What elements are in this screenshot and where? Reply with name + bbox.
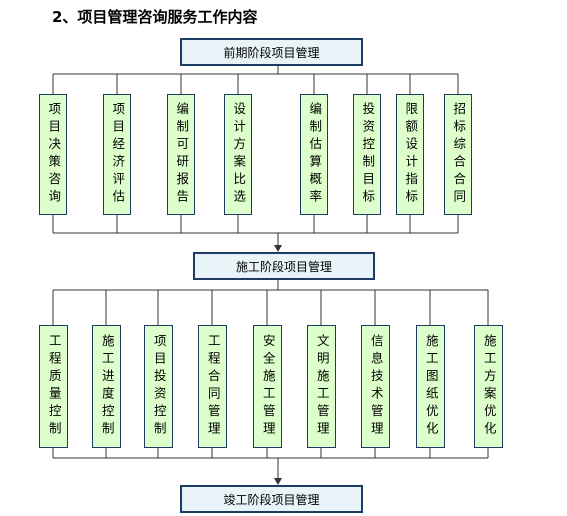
section-title: 2、项目管理咨询服务工作内容 (52, 8, 258, 26)
pre-item-label: 编制估算概率 (307, 102, 323, 207)
pre-item-label: 项目经济评估 (110, 102, 126, 207)
construction-item-label: 施工进度控制 (99, 334, 115, 439)
completion-phase-box: 竣工阶段项目管理 (180, 485, 363, 513)
construction-item-label: 工程合同管理 (205, 334, 221, 439)
pre-item: 项目决策咨询 (39, 94, 67, 215)
construction-item-label: 文明施工管理 (314, 334, 330, 439)
construction-phase-box: 施工阶段项目管理 (193, 252, 375, 280)
completion-phase-label: 竣工阶段项目管理 (223, 492, 320, 507)
pre-item: 投资控制目标 (353, 94, 381, 215)
pre-item-label: 设计方案比选 (231, 102, 247, 207)
construction-item-label: 安全施工管理 (260, 334, 276, 439)
pre-item-label: 投资控制目标 (360, 102, 376, 207)
pre-phase-box: 前期阶段项目管理 (180, 38, 363, 66)
construction-item: 安全施工管理 (253, 325, 282, 448)
construction-item: 施工进度控制 (92, 325, 121, 448)
construction-item: 项目投资控制 (144, 325, 173, 448)
construction-item-label: 项目投资控制 (151, 334, 167, 439)
construction-item: 施工方案优化 (474, 325, 503, 448)
construction-item: 施工图纸优化 (416, 325, 445, 448)
pre-item: 编制估算概率 (300, 94, 328, 215)
pre-item-label: 编制可研报告 (174, 102, 190, 207)
construction-item-label: 工程质量控制 (46, 334, 62, 439)
pre-item: 编制可研报告 (167, 94, 195, 215)
pre-item-label: 招标综合合同 (451, 102, 467, 207)
construction-item-label: 施工图纸优化 (423, 334, 439, 439)
construction-item: 工程合同管理 (198, 325, 227, 448)
pre-item: 限额设计指标 (396, 94, 424, 215)
pre-item: 设计方案比选 (224, 94, 252, 215)
pre-item-label: 项目决策咨询 (46, 102, 62, 207)
pre-item: 项目经济评估 (103, 94, 131, 215)
construction-phase-label: 施工阶段项目管理 (235, 259, 332, 274)
pre-phase-label: 前期阶段项目管理 (223, 45, 320, 60)
construction-item: 工程质量控制 (39, 325, 68, 448)
construction-item-label: 施工方案优化 (481, 334, 497, 439)
pre-item-label: 限额设计指标 (403, 102, 419, 207)
construction-item-label: 信息技术管理 (368, 334, 384, 439)
construction-item: 信息技术管理 (361, 325, 390, 448)
pre-item: 招标综合合同 (444, 94, 472, 215)
construction-item: 文明施工管理 (307, 325, 336, 448)
